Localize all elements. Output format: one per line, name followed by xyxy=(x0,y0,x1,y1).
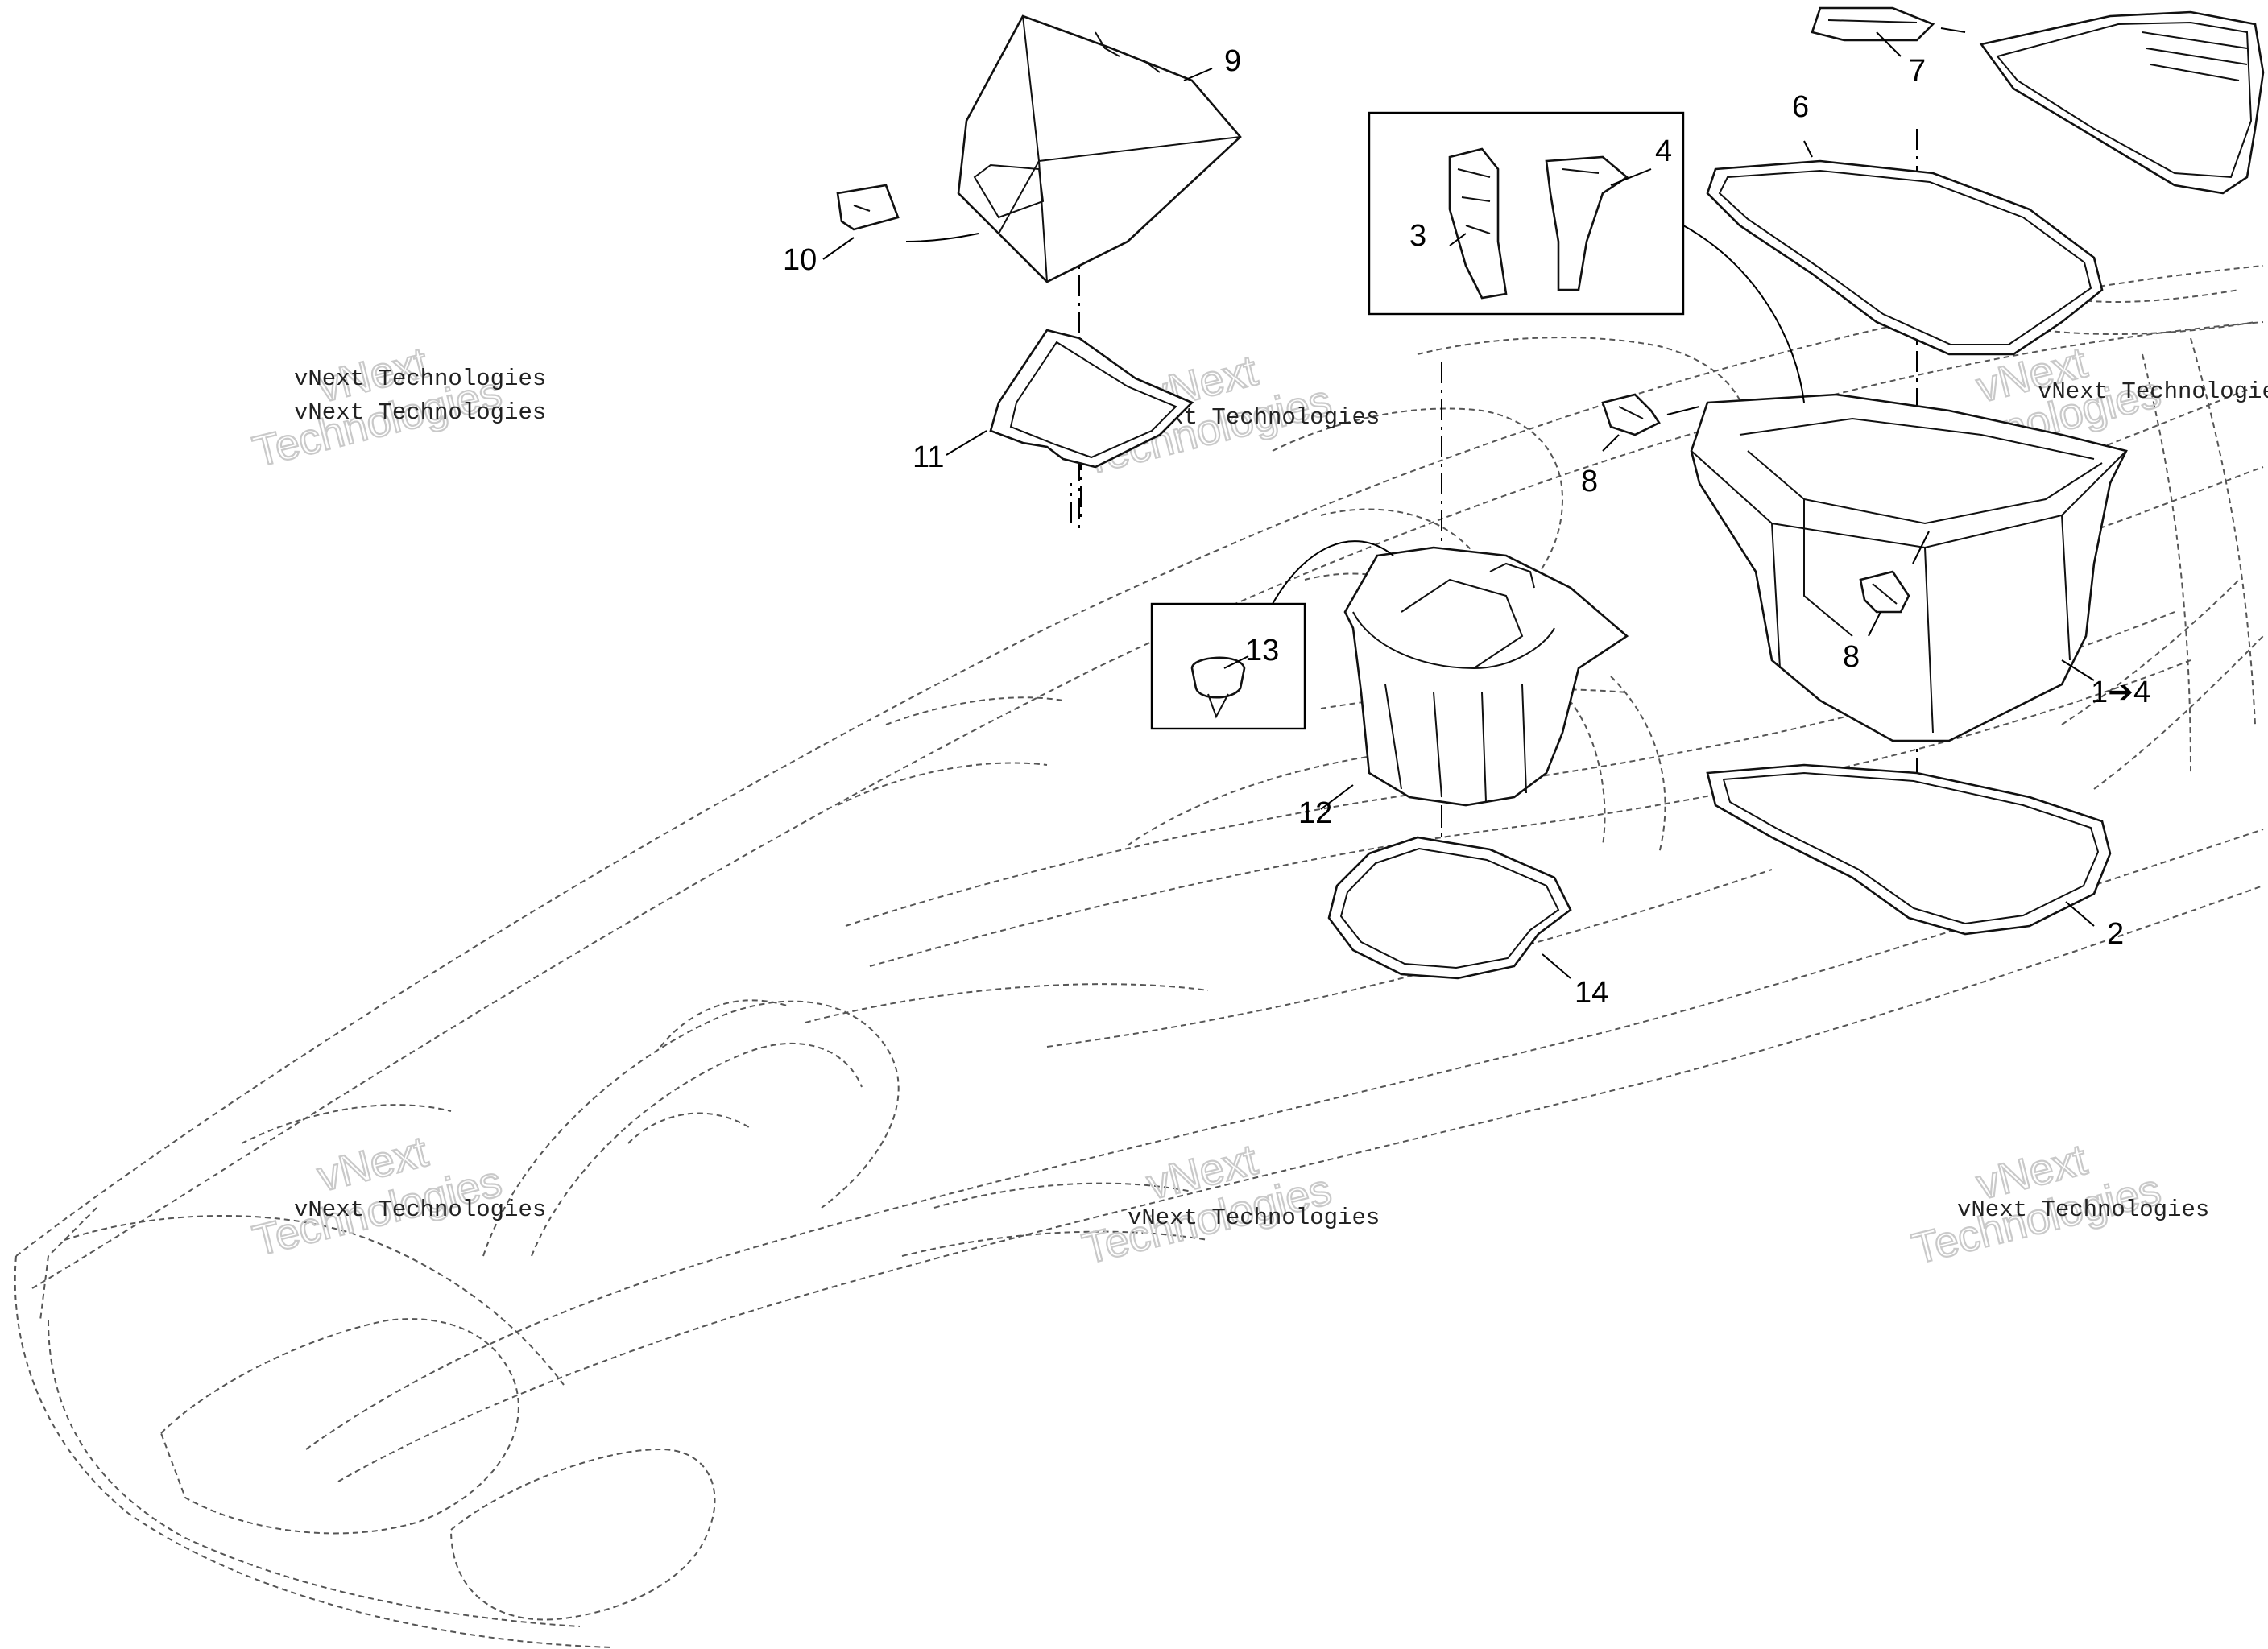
part-2-seal xyxy=(1706,763,2112,936)
part-12-bin xyxy=(1343,546,1629,807)
callout-7: 7 xyxy=(1909,54,1926,88)
callout-6: 6 xyxy=(1792,90,1809,124)
callout-13: 13 xyxy=(1245,634,1279,667)
watermark-small-2: vNext Technologies xyxy=(294,399,546,426)
watermark-1: vNext Technologies vNext Technologies vN… xyxy=(247,337,546,477)
callout-4: 4 xyxy=(1655,134,1672,168)
inset-box-3-4 xyxy=(1368,111,1685,316)
watermark-small: vNext Technologies xyxy=(1957,1196,2209,1223)
watermark-small: vNext Technologies xyxy=(294,1196,546,1223)
callout-9: 9 xyxy=(1224,44,1241,78)
part-1-4-bin xyxy=(1690,393,2128,742)
part-11-gasket xyxy=(989,329,1194,469)
part-8-clip-a xyxy=(1601,393,1661,436)
watermark-4: vNext Technologies vNext Technologies xyxy=(247,1126,546,1267)
callout-10: 10 xyxy=(783,243,817,277)
part-8-clip-b xyxy=(1859,570,1910,614)
callout-12: 12 xyxy=(1298,796,1332,830)
watermark-5: vNext Technologies vNext Technologies xyxy=(1077,1134,1380,1275)
part-7-latch xyxy=(1811,6,1935,42)
callout-11: 11 xyxy=(913,440,944,474)
part-6-seal xyxy=(1706,159,2104,356)
watermark-small: vNext Technologies xyxy=(2038,378,2268,405)
part-10-clip xyxy=(836,184,900,231)
leader-lines xyxy=(822,27,2095,979)
callout-14: 14 xyxy=(1575,976,1608,1010)
callouts: 9 10 11 12 13 14 2 1➔4 3 4 6 7 8 8 xyxy=(783,44,2150,1010)
callout-8-left: 8 xyxy=(1581,465,1598,498)
storage-lid xyxy=(1979,10,2265,195)
part-14-seal xyxy=(1327,836,1572,980)
callout-1-4: 1➔4 xyxy=(2091,676,2150,709)
watermark-6: vNext Technologies vNext Technologies xyxy=(1906,1134,2209,1275)
callout-2: 2 xyxy=(2107,917,2124,951)
watermark-small: vNext Technologies xyxy=(294,366,546,392)
callout-8-right: 8 xyxy=(1843,640,1860,674)
part-9-cover xyxy=(957,14,1242,283)
callout-3: 3 xyxy=(1409,219,1426,253)
watermark-small: vNext Technologies xyxy=(1128,1205,1380,1231)
